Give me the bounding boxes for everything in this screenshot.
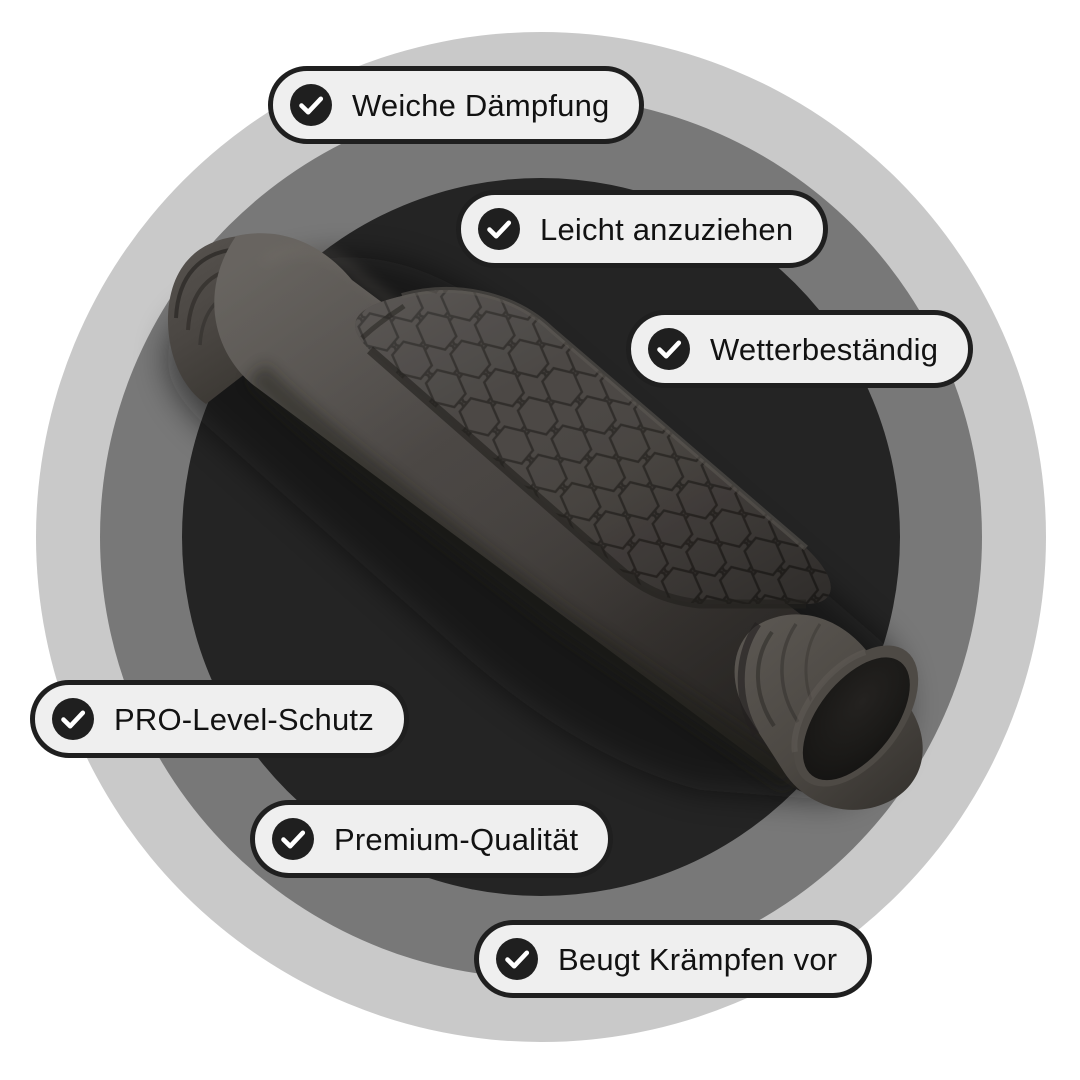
feature-badge[interactable]: Weiche Dämpfung [268, 66, 645, 144]
check-circle-icon [648, 328, 690, 370]
feature-badge[interactable]: Leicht anzuziehen [456, 190, 829, 268]
feature-badge-label: Premium-Qualität [334, 821, 579, 857]
check-circle-icon [52, 698, 94, 740]
feature-badge[interactable]: Wetterbeständig [626, 310, 974, 388]
feature-badge-label: Wetterbeständig [710, 331, 939, 367]
check-circle-icon [478, 208, 520, 250]
check-circle-icon [496, 938, 538, 980]
feature-badge[interactable]: Beugt Krämpfen vor [474, 920, 873, 998]
feature-badge-label: Leicht anzuziehen [540, 211, 794, 247]
feature-badge[interactable]: PRO-Level-Schutz [30, 680, 409, 758]
feature-badge-label: Weiche Dämpfung [352, 87, 610, 123]
check-circle-icon [272, 818, 314, 860]
feature-badge-label: Beugt Krämpfen vor [558, 941, 838, 977]
background-inner-ring [182, 178, 900, 896]
feature-badge[interactable]: Premium-Qualität [250, 800, 614, 878]
check-circle-icon [290, 84, 332, 126]
feature-badge-label: PRO-Level-Schutz [114, 701, 374, 737]
